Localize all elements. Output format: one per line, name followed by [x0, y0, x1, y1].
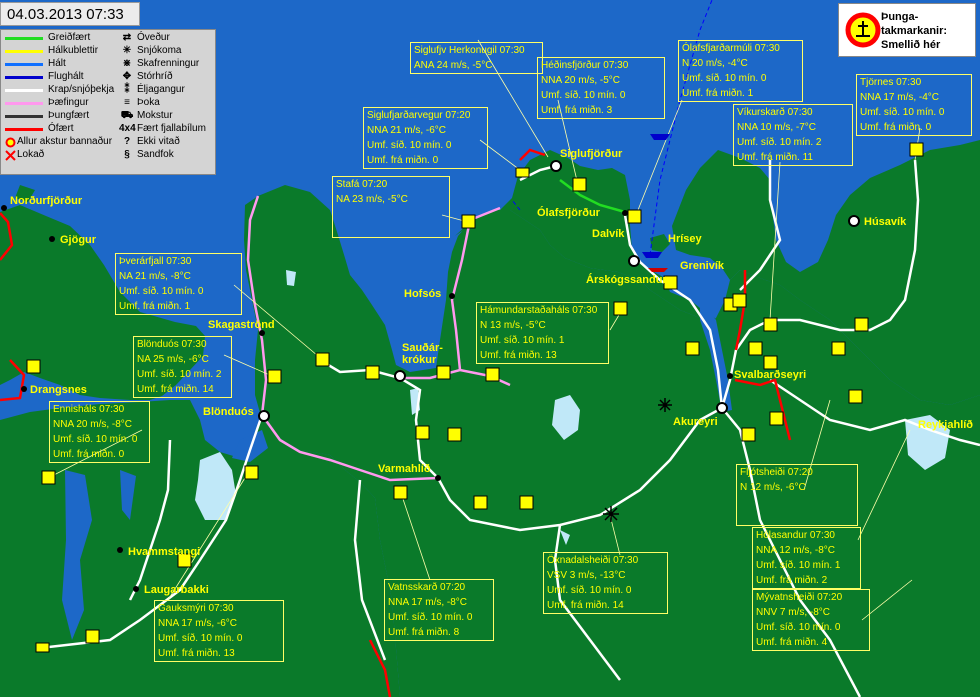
- weight-limit-sign-icon: [845, 12, 881, 48]
- place-label[interactable]: Akureyri: [673, 416, 718, 428]
- place-label[interactable]: Siglufjörður: [560, 148, 623, 160]
- place-label[interactable]: Hrísey: [668, 233, 702, 245]
- plowing-icon: ⛟: [120, 110, 134, 121]
- place-label[interactable]: Blönduós: [203, 406, 254, 418]
- place-label[interactable]: Svalbarðseyri: [734, 369, 807, 381]
- place-label[interactable]: Laugarbakki: [144, 584, 209, 596]
- place-label[interactable]: Varmahlíð: [378, 463, 431, 475]
- weather-sign-icons: [26, 142, 924, 653]
- fog-icon: ≡: [124, 97, 130, 108]
- drifting-snow-icon: ⋇: [122, 58, 132, 69]
- weight-limits-line-1: Þunga-: [881, 11, 919, 23]
- blizzard-icon: ✥: [122, 71, 132, 82]
- town-dots: [1, 205, 733, 592]
- weight-limits-line-3: Smellið hér: [881, 39, 941, 51]
- place-label[interactable]: Gjögur: [60, 234, 97, 246]
- place-label[interactable]: Skagaströnd: [208, 319, 275, 331]
- place-label[interactable]: Sauðár-: [402, 342, 443, 354]
- place-label[interactable]: Norðurfjörður: [10, 195, 83, 207]
- place-label[interactable]: Hofsós: [404, 288, 442, 300]
- snow-showers-icon: ⁑: [124, 84, 130, 95]
- map-legend: Greiðfært Hálkublettir Hált Flughált Kra…: [0, 29, 216, 175]
- station-leader-lines: [47, 39, 921, 621]
- place-label[interactable]: Húsavík: [864, 216, 907, 228]
- place-label[interactable]: Reykjahlíð: [918, 419, 974, 431]
- sandstorm-icon: §: [124, 149, 130, 160]
- place-label[interactable]: Ólafsfjörður: [537, 207, 600, 219]
- place-label[interactable]: Árskógssandur: [586, 274, 667, 286]
- place-label[interactable]: Grenivík: [680, 260, 725, 272]
- weight-limits-button[interactable]: Þunga- takmarkanir: Smellið hér: [838, 3, 976, 57]
- no-entry-icon: [5, 137, 16, 148]
- city-markers: [258, 160, 860, 422]
- closed-x-icon: [5, 150, 16, 161]
- snowfall-icon: ✳: [122, 45, 132, 56]
- unknown-icon: ?: [123, 136, 131, 147]
- ferry-routes: [511, 0, 713, 256]
- weight-limits-line-2: takmarkanir:: [881, 25, 948, 37]
- ferries: [642, 134, 670, 272]
- place-label[interactable]: Dalvík: [592, 228, 625, 240]
- place-label[interactable]: Drangsnes: [30, 384, 87, 396]
- storm-icon: ⇄: [122, 32, 132, 43]
- land: [0, 140, 980, 697]
- place-label[interactable]: krókur: [402, 354, 437, 366]
- 4x4-icon: 4x4: [119, 123, 136, 134]
- place-label[interactable]: Hvammstangi: [128, 546, 201, 558]
- timestamp: 04.03.2013 07:33: [0, 2, 140, 26]
